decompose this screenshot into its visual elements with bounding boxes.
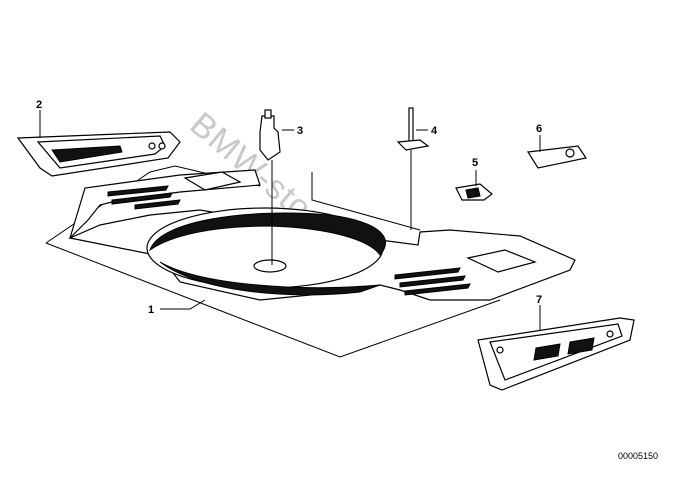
callout-7: 7: [536, 294, 542, 306]
part-4-bolt: [396, 107, 430, 230]
callout-4: 4: [431, 125, 438, 137]
leader-lines: [39, 110, 541, 330]
callout-2: 2: [36, 99, 42, 111]
document-number: 00005150: [618, 451, 658, 461]
callout-5: 5: [472, 157, 478, 169]
part-5-bracket: [455, 183, 493, 201]
callout-6: 6: [536, 123, 542, 135]
part-7-right-trim: [477, 317, 635, 391]
part-3-fastener: [259, 109, 281, 265]
callout-1: 1: [148, 304, 154, 316]
part-6-plate: [526, 145, 587, 169]
part-1-trunk-floor: [68, 169, 576, 301]
callout-3: 3: [297, 125, 303, 137]
part-2-left-trim: [16, 131, 181, 177]
